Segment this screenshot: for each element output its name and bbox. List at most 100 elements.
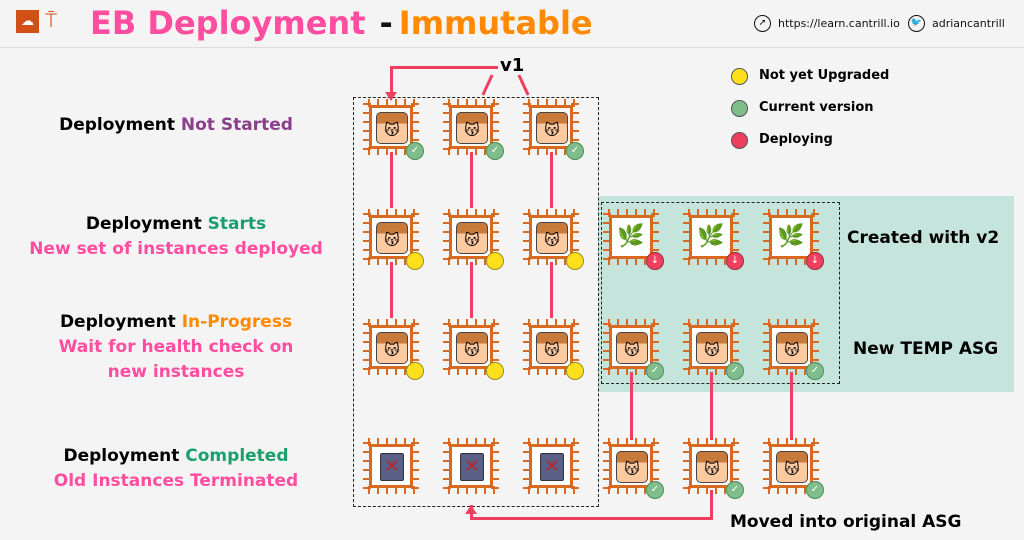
compass-icon: ➚ [754, 15, 771, 32]
pending-badge-icon [566, 252, 584, 270]
ec2-instance: 😽✓ [763, 438, 824, 499]
ec2-instance: ✕ [443, 438, 499, 494]
ec2-instance: 😽 [363, 209, 424, 270]
connector-line [550, 262, 553, 318]
moved-arrow-line [470, 517, 713, 520]
trash-terminated-icon: ✕ [540, 453, 564, 481]
new-temp-asg-label: New TEMP ASG [853, 339, 999, 359]
stage-note: New set of instances deployed [29, 239, 323, 259]
check-badge-icon: ✓ [806, 362, 824, 380]
stage-note: Old Instances Terminated [53, 471, 299, 491]
connector-line [390, 152, 393, 208]
elastic-beanstalk-logo-icon: ☁ [16, 10, 39, 33]
legend-label: Not yet Upgraded [759, 68, 890, 83]
ec2-instance: 😽✓ [603, 438, 664, 499]
connector-line [470, 152, 473, 208]
legend-dot [731, 100, 748, 117]
ec2-instance: 🌿↓ [603, 209, 664, 270]
stage-status: Starts [207, 214, 267, 234]
ec2-instance: ✕ [523, 438, 579, 494]
app-v1-icon: 😽 [616, 332, 648, 364]
app-v1-icon: 😽 [456, 332, 488, 364]
ec2-instance: 😽✓ [443, 99, 504, 160]
connector-line [790, 372, 793, 440]
pending-badge-icon [406, 362, 424, 380]
moved-arrow-line [710, 490, 713, 520]
page-title: EB Deployment-Immutable [90, 4, 593, 42]
twitter-handle[interactable]: adriancantrill [932, 17, 1005, 30]
check-badge-icon: ✓ [486, 142, 504, 160]
v1-arrow-line [390, 66, 393, 96]
ec2-instance: 😽 [443, 209, 504, 270]
stage-status: Not Started [180, 115, 293, 135]
trash-terminated-icon: ✕ [460, 453, 484, 481]
check-badge-icon: ✓ [726, 481, 744, 499]
app-v1-icon: 😽 [616, 451, 648, 483]
pending-badge-icon [406, 252, 424, 270]
legend-label: Current version [759, 100, 874, 115]
app-v1-icon: 😽 [536, 112, 568, 144]
arrow-head-icon [465, 505, 477, 514]
deploying-badge-icon: ↓ [726, 252, 744, 270]
app-v1-icon: 😽 [456, 222, 488, 254]
header [0, 0, 1024, 48]
pending-badge-icon [486, 362, 504, 380]
arrow-head-icon [385, 92, 397, 101]
pending-badge-icon [486, 252, 504, 270]
stage-note: new instances [107, 362, 245, 382]
app-v1-icon: 😽 [536, 332, 568, 364]
stage-status: In-Progress [181, 312, 293, 332]
check-badge-icon: ✓ [646, 481, 664, 499]
website-link[interactable]: https://learn.cantrill.io [778, 17, 900, 30]
app-v1-icon: 😽 [776, 332, 808, 364]
legend-dot [731, 132, 748, 149]
app-v1-icon: 😽 [696, 451, 728, 483]
title-sub: Immutable [398, 4, 593, 42]
stage-heading: Deployment Starts [16, 214, 336, 234]
app-v1-icon: 😽 [456, 112, 488, 144]
check-badge-icon: ✓ [566, 142, 584, 160]
connector-line [710, 372, 713, 440]
stage-word: Deployment [63, 446, 180, 466]
app-v1-icon: 😽 [776, 451, 808, 483]
moved-label: Moved into original ASG [730, 512, 962, 532]
temp-asg-boundary [601, 202, 840, 384]
ec2-instance: 😽✓ [523, 99, 584, 160]
ec2-instance: 😽 [523, 319, 584, 380]
ec2-instance: 🌿↓ [683, 209, 744, 270]
pending-badge-icon [566, 362, 584, 380]
stage-status: Completed [185, 446, 289, 466]
legend-dot [731, 68, 748, 85]
check-badge-icon: ✓ [646, 362, 664, 380]
ec2-instance: 😽✓ [683, 438, 744, 499]
stage-word: Deployment [59, 115, 175, 135]
stage-word: Deployment [59, 312, 176, 332]
ec2-instance: 🌿↓ [763, 209, 824, 270]
ec2-instance: 😽✓ [763, 319, 824, 380]
connector-line [390, 262, 393, 318]
created-with-v2-label: Created with v2 [847, 228, 1000, 248]
ec2-instance: 😽 [443, 319, 504, 380]
ec2-instance: 😽✓ [363, 99, 424, 160]
ec2-instance: 😽✓ [683, 319, 744, 380]
ec2-instance: 😽 [523, 209, 584, 270]
beanstalk-v2-icon: 🌿 [617, 224, 645, 249]
connector-line [550, 152, 553, 208]
app-v1-icon: 😽 [696, 332, 728, 364]
v1-arrow-line [390, 66, 498, 69]
stage-heading: Deployment Completed [16, 446, 336, 466]
version-label: v1 [500, 55, 525, 76]
deploying-badge-icon: ↓ [806, 252, 824, 270]
ec2-instance: 😽✓ [603, 319, 664, 380]
check-badge-icon: ✓ [406, 142, 424, 160]
connector-line [630, 372, 633, 440]
deploying-badge-icon: ↓ [646, 252, 664, 270]
twitter-icon: 🐦 [908, 15, 925, 32]
stage-note: Wait for health check on [58, 337, 294, 357]
v1-arrow-line [481, 74, 494, 96]
trash-terminated-icon: ✕ [380, 453, 404, 481]
v1-arrow-line [517, 74, 530, 96]
stage-word: Deployment [85, 214, 202, 234]
beanstalk-leaf-icon: ⍑ [45, 8, 57, 32]
app-v1-icon: 😽 [376, 222, 408, 254]
